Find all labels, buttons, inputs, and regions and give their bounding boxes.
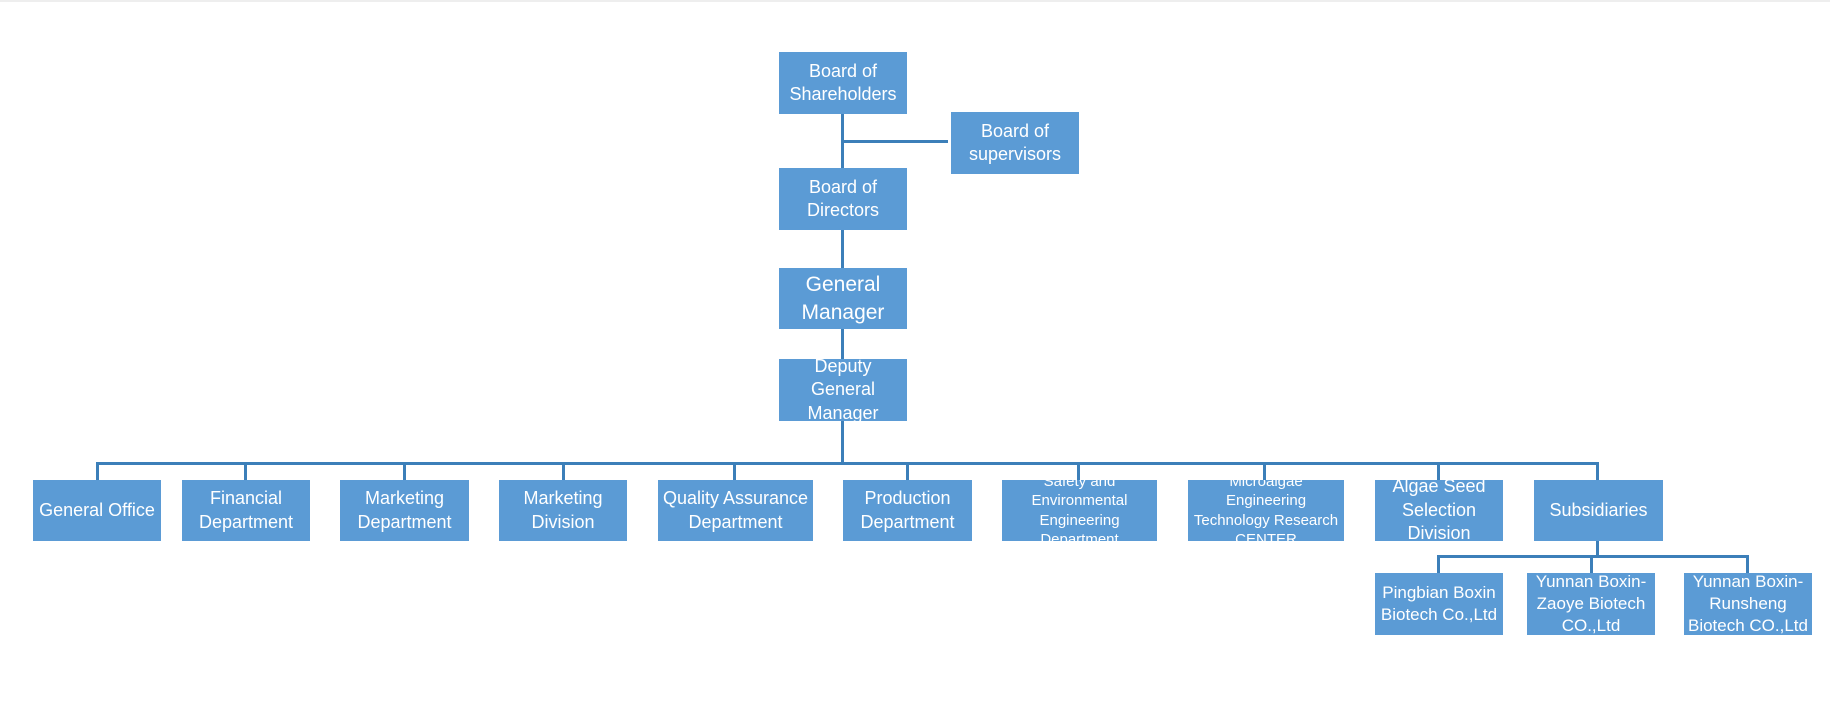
drop-marketing-department bbox=[403, 462, 406, 480]
label-yunnan-boxin-zaoye: Yunnan Boxin-Zaoye Biotech CO.,Ltd bbox=[1535, 573, 1647, 635]
box-board-of-directors: Board of Directors bbox=[779, 168, 907, 230]
box-deputy-general-manager: Deputy General Manager bbox=[779, 359, 907, 421]
box-yunnan-boxin-runsheng: Yunnan Boxin-Runsheng Biotech CO.,Ltd bbox=[1684, 573, 1812, 635]
drop-microalgae-center bbox=[1263, 462, 1266, 480]
box-financial-department: Financial Department bbox=[182, 480, 310, 541]
drop-quality-assurance bbox=[733, 462, 736, 480]
box-subsidiaries: Subsidiaries bbox=[1534, 480, 1663, 541]
drop-runsheng bbox=[1746, 555, 1749, 573]
label-general-manager: General Manager bbox=[801, 273, 885, 324]
connector-directors-gm bbox=[841, 230, 844, 268]
box-production-department: Production Department bbox=[843, 480, 972, 541]
label-board-of-directors: Board of Directors bbox=[806, 176, 879, 220]
label-pingbian-boxin: Pingbian Boxin Biotech Co.,Ltd bbox=[1380, 582, 1498, 624]
label-subsidiaries: Subsidiaries bbox=[1549, 499, 1648, 520]
label-marketing-division: Marketing Division bbox=[523, 488, 603, 532]
top-rule bbox=[0, 0, 1830, 2]
label-financial-department: Financial Department bbox=[198, 488, 294, 532]
label-deputy-general-manager: Deputy General Manager bbox=[807, 359, 879, 421]
label-general-office: General Office bbox=[39, 499, 155, 520]
box-yunnan-boxin-zaoye: Yunnan Boxin-Zaoye Biotech CO.,Ltd bbox=[1527, 573, 1655, 635]
connector-subsidiaries-bus bbox=[1596, 541, 1599, 557]
department-bus bbox=[96, 462, 1599, 465]
box-quality-assurance-department: Quality Assurance Department bbox=[658, 480, 813, 541]
subsidiary-bus bbox=[1437, 555, 1749, 558]
box-board-of-shareholders: Board of Shareholders bbox=[779, 52, 907, 114]
connector-gm-deputy bbox=[841, 329, 844, 359]
label-board-of-supervisors: Board of supervisors bbox=[968, 120, 1062, 164]
box-algae-seed-selection-division: Algae Seed Selection Division bbox=[1375, 480, 1503, 541]
label-quality-assurance-department: Quality Assurance Department bbox=[662, 488, 809, 532]
box-safety-environmental-department: Safety and Environmental Engineering Dep… bbox=[1002, 480, 1157, 541]
drop-marketing-division bbox=[562, 462, 565, 480]
box-marketing-department: Marketing Department bbox=[340, 480, 469, 541]
label-marketing-department: Marketing Department bbox=[357, 488, 452, 532]
drop-subsidiaries bbox=[1596, 462, 1599, 480]
box-board-of-supervisors: Board of supervisors bbox=[951, 112, 1079, 174]
box-pingbian-boxin: Pingbian Boxin Biotech Co.,Ltd bbox=[1375, 573, 1503, 635]
label-algae-seed-selection-division: Algae Seed Selection Division bbox=[1392, 480, 1486, 541]
box-general-office: General Office bbox=[33, 480, 161, 541]
box-general-manager: General Manager bbox=[779, 268, 907, 329]
drop-algae-seed bbox=[1437, 462, 1440, 480]
drop-financial-department bbox=[244, 462, 247, 480]
drop-production-department bbox=[906, 462, 909, 480]
box-microalgae-research-center: Microalgae Engineering Technology Resear… bbox=[1188, 480, 1344, 541]
box-marketing-division: Marketing Division bbox=[499, 480, 627, 541]
label-microalgae-research-center: Microalgae Engineering Technology Resear… bbox=[1193, 480, 1339, 541]
drop-pingbian bbox=[1437, 555, 1440, 573]
connector-deputy-bus bbox=[841, 421, 844, 464]
connector-to-supervisors bbox=[841, 140, 948, 143]
drop-safety-environmental bbox=[1077, 462, 1080, 480]
label-yunnan-boxin-runsheng: Yunnan Boxin-Runsheng Biotech CO.,Ltd bbox=[1687, 573, 1808, 635]
label-production-department: Production Department bbox=[860, 488, 955, 532]
drop-general-office bbox=[96, 462, 99, 480]
label-board-of-shareholders: Board of Shareholders bbox=[789, 60, 897, 104]
drop-zaoye bbox=[1590, 555, 1593, 573]
label-safety-environmental-department: Safety and Environmental Engineering Dep… bbox=[1031, 480, 1128, 541]
